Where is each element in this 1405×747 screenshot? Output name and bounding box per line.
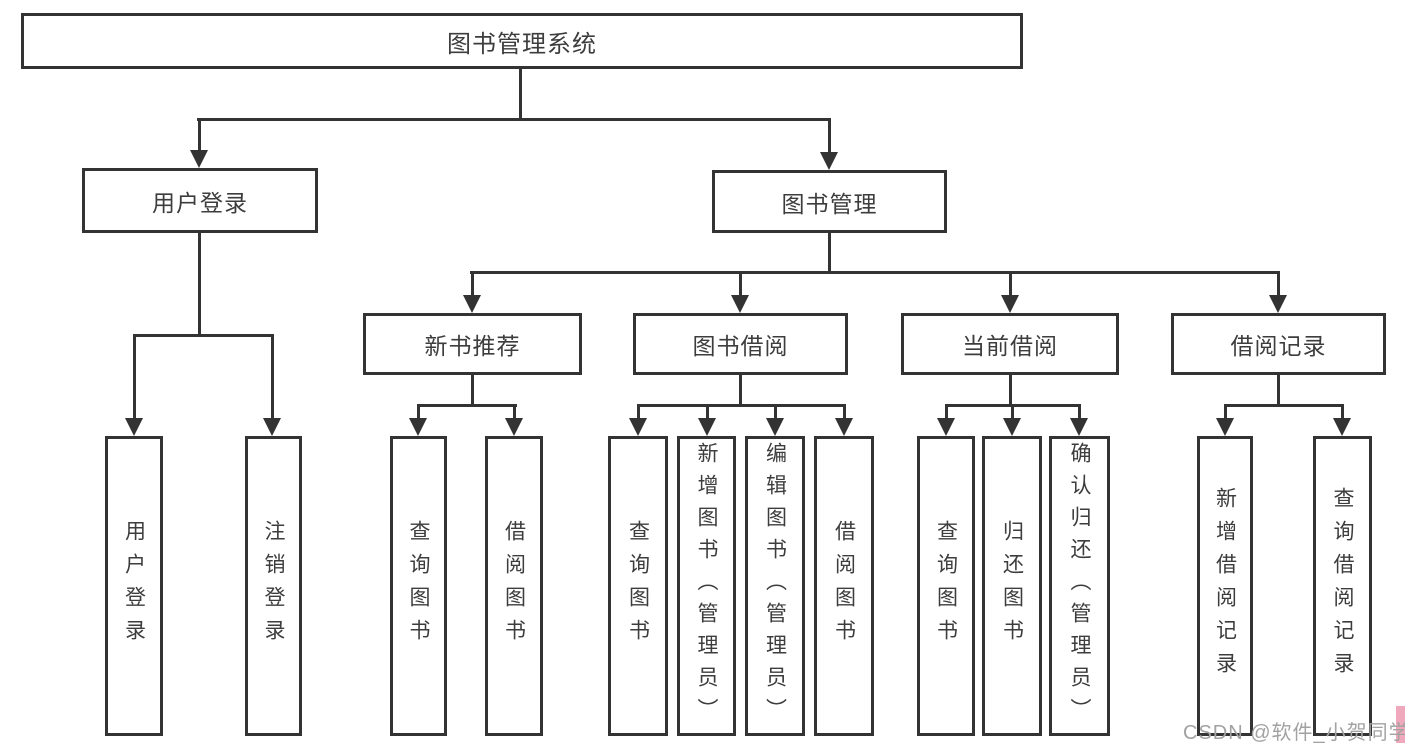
node-book-management-label: 图书管理: [781, 190, 878, 217]
arrowhead-g4-leaf1-icon: [937, 418, 955, 436]
leaf-add-book-admin: 新增图书（管理员）: [677, 436, 736, 736]
node-user-login: 用户登录: [82, 168, 318, 233]
edge-g3-leaf3-stem: [774, 407, 777, 419]
leaf-logout: 注销登录: [245, 436, 302, 736]
leaf-add-book-admin-label: 新增图书（管理员）: [695, 442, 718, 730]
leaf-query-books-current: 查询图书: [917, 436, 975, 736]
edge-g2-leaf2-stem: [513, 407, 516, 419]
leaf-return-book: 归还图书: [982, 436, 1042, 736]
edge-level3-bar: [470, 271, 1280, 274]
arrowhead-g4-leaf3-icon: [1070, 418, 1088, 436]
watermark-text: CSDN @软件_小贺同学: [1183, 722, 1405, 744]
edge-new-book-bar: [417, 404, 517, 407]
arrowhead-g3-leaf2-icon: [698, 418, 716, 436]
edge-current-borrow-bar: [945, 404, 1081, 407]
leaf-borrow-books-label: 借阅图书: [832, 520, 856, 652]
arrowhead-leaf-logout-icon: [263, 418, 281, 436]
edge-borrow-record-stem: [1277, 274, 1280, 296]
leaf-edit-book-admin-label: 编辑图书（管理员）: [763, 442, 787, 730]
edge-g3-leaf4-stem: [843, 407, 846, 419]
node-root: 图书管理系统: [21, 13, 1023, 69]
edge-book-mgmt-stem: [828, 121, 831, 152]
edge-g3-leaf1-stem: [637, 407, 640, 419]
edge-g5-leaf1-stem: [1224, 407, 1227, 419]
node-book-borrow: 图书借阅: [633, 313, 848, 375]
node-book-management: 图书管理: [712, 170, 947, 233]
edge-user-login-bar: [133, 334, 274, 337]
edge-book-mgmt-drop: [828, 233, 831, 271]
leaf-query-books-recommend-label: 查询图书: [407, 520, 430, 652]
arrowhead-g2-leaf2-icon: [505, 418, 523, 436]
edge-book-borrow-drop: [739, 375, 742, 406]
leaf-logout-label: 注销登录: [262, 520, 285, 652]
arrowhead-book-borrow-icon: [731, 295, 749, 313]
edge-user-login-drop: [198, 233, 201, 336]
arrowhead-user-login-icon: [190, 150, 208, 168]
watermark-accent-strip: [1396, 706, 1405, 743]
edge-g4-leaf2-stem: [1011, 407, 1014, 419]
edge-new-book-drop: [471, 375, 474, 406]
leaf-borrow-books-recommend: 借阅图书: [485, 436, 543, 736]
leaf-query-books-borrow-label: 查询图书: [626, 520, 650, 652]
edge-g4-leaf1-stem: [945, 407, 948, 419]
leaf-add-borrow-record: 新增借阅记录: [1197, 436, 1253, 736]
arrowhead-book-mgmt-icon: [820, 152, 838, 170]
leaf-borrow-books: 借阅图书: [814, 436, 874, 736]
arrowhead-g3-leaf4-icon: [835, 418, 853, 436]
edge-g2-leaf1-stem: [417, 407, 420, 419]
edge-leaf-logout-stem: [271, 337, 274, 419]
leaf-query-borrow-record-label: 查询借阅记录: [1331, 487, 1354, 685]
arrowhead-g5-leaf2-icon: [1333, 418, 1351, 436]
leaf-query-books-recommend: 查询图书: [390, 436, 447, 736]
leaf-confirm-return-admin: 确认归还（管理员）: [1049, 436, 1110, 736]
edge-new-book-stem: [471, 274, 474, 296]
edge-g5-leaf2-stem: [1341, 407, 1344, 419]
node-root-label: 图书管理系统: [447, 30, 597, 58]
leaf-query-books-current-label: 查询图书: [934, 520, 958, 652]
arrowhead-g2-leaf1-icon: [409, 418, 427, 436]
node-current-borrow-label: 当前借阅: [962, 333, 1058, 359]
leaf-borrow-books-recommend-label: 借阅图书: [502, 520, 526, 652]
node-borrow-record: 借阅记录: [1171, 313, 1386, 375]
edge-g4-leaf3-stem: [1078, 407, 1081, 419]
leaf-user-login-label: 用户登录: [122, 520, 146, 652]
node-borrow-record-label: 借阅记录: [1230, 333, 1327, 359]
arrowhead-g3-leaf1-icon: [629, 418, 647, 436]
leaf-user-login: 用户登录: [105, 436, 163, 736]
node-current-borrow: 当前借阅: [901, 313, 1119, 375]
edge-root-drop: [519, 69, 522, 118]
arrowhead-new-book-icon: [463, 295, 481, 313]
node-new-book-recommend-label: 新书推荐: [424, 333, 521, 359]
edge-book-borrow-stem: [739, 274, 742, 296]
arrowhead-g5-leaf1-icon: [1216, 418, 1234, 436]
arrowhead-current-borrow-icon: [1001, 295, 1019, 313]
arrowhead-borrow-record-icon: [1269, 295, 1287, 313]
leaf-edit-book-admin: 编辑图书（管理员）: [745, 436, 805, 736]
edge-leaf-user-login-stem: [133, 337, 136, 419]
node-new-book-recommend: 新书推荐: [363, 313, 582, 375]
leaf-query-borrow-record: 查询借阅记录: [1313, 436, 1372, 736]
node-book-borrow-label: 图书借阅: [692, 333, 789, 359]
leaf-confirm-return-admin-label: 确认归还（管理员）: [1068, 442, 1091, 730]
arrowhead-g4-leaf2-icon: [1003, 418, 1021, 436]
leaf-query-books-borrow: 查询图书: [608, 436, 668, 736]
edge-user-login-stem: [198, 121, 201, 151]
edge-level2-bar: [197, 118, 831, 121]
edge-current-borrow-drop: [1009, 375, 1012, 406]
node-user-login-label: 用户登录: [152, 189, 248, 216]
arrowhead-g3-leaf3-icon: [766, 418, 784, 436]
arrowhead-leaf-user-login-icon: [125, 418, 143, 436]
leaf-add-borrow-record-label: 新增借阅记录: [1213, 487, 1237, 685]
leaf-return-book-label: 归还图书: [1000, 520, 1024, 652]
edge-book-borrow-bar: [637, 404, 846, 407]
edge-current-borrow-stem: [1009, 274, 1012, 296]
edge-borrow-record-drop: [1277, 375, 1280, 406]
edge-g3-leaf2-stem: [706, 407, 709, 419]
edge-borrow-record-bar: [1224, 404, 1344, 407]
